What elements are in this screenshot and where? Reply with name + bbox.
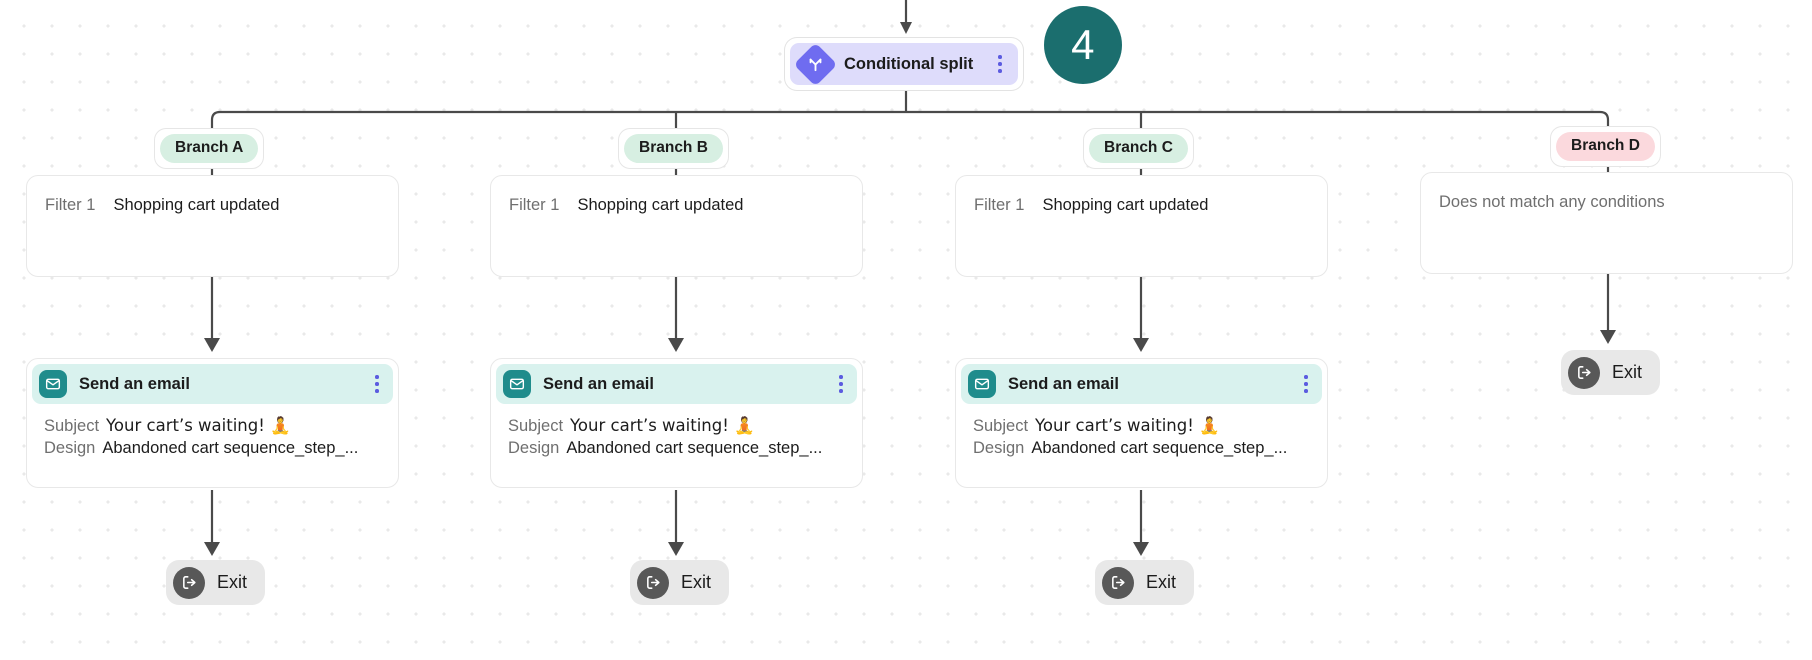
conditional-split-kebab-menu-icon[interactable] (990, 49, 1010, 78)
email-design-key: Design (44, 438, 96, 457)
exit-arrow-icon (637, 566, 669, 599)
email-card-title: Send an email (79, 374, 190, 393)
exit-label: Exit (681, 572, 712, 592)
envelope-icon (503, 370, 531, 398)
exit-label: Exit (1612, 362, 1643, 382)
exit-node-a[interactable]: Exit (166, 560, 266, 605)
email-subject-row: Subject Your cart’s waiting! 🧘 (44, 415, 388, 438)
conditional-split-frame: Conditional split (785, 38, 1023, 90)
email-design-row: Design Abandoned cart sequence_step_... (973, 438, 1317, 460)
email-card-a[interactable]: Send an email Subject Your cart’s waitin… (26, 358, 399, 488)
email-card-kebab-menu-icon[interactable] (367, 369, 387, 398)
filter-row: Filter 1 Shopping cart updated (974, 196, 1309, 216)
filter-card-a[interactable]: Filter 1 Shopping cart updated (26, 175, 399, 277)
email-subject-key: Subject (973, 417, 1029, 435)
email-design-value: Abandoned cart sequence_step_... (566, 438, 823, 457)
filter-card-b[interactable]: Filter 1 Shopping cart updated (490, 175, 863, 277)
email-card-title: Send an email (1008, 374, 1119, 393)
fallback-card-d[interactable]: Does not match any conditions (1420, 172, 1793, 274)
exit-label: Exit (1146, 572, 1177, 592)
exit-node-body: Exit (1095, 560, 1195, 605)
email-subject-key: Subject (44, 417, 100, 435)
branch-chip-c[interactable]: Branch C (1084, 129, 1193, 168)
envelope-icon (39, 370, 67, 398)
conditional-split-node[interactable]: Conditional split (785, 38, 1023, 90)
email-subject-value: Your cart’s waiting! 🧘 (570, 416, 755, 435)
email-design-row: Design Abandoned cart sequence_step_... (44, 438, 388, 460)
email-subject-row: Subject Your cart’s waiting! 🧘 (508, 415, 852, 438)
conditional-split-body: Conditional split (790, 42, 1018, 86)
filter-card-c[interactable]: Filter 1 Shopping cart updated (955, 175, 1328, 277)
conditional-split-icon (793, 42, 838, 86)
email-card-body: Subject Your cart’s waiting! 🧘 Design Ab… (496, 404, 857, 460)
branch-chip-a[interactable]: Branch A (155, 129, 264, 168)
fallback-text: Does not match any conditions (1439, 193, 1665, 211)
email-design-row: Design Abandoned cart sequence_step_... (508, 438, 852, 460)
branch-chip-b[interactable]: Branch B (619, 129, 728, 168)
exit-label: Exit (217, 572, 248, 592)
filter-row: Filter 1 Shopping cart updated (509, 196, 844, 216)
branch-chip-d-label: Branch D (1556, 132, 1655, 161)
filter-row: Filter 1 Shopping cart updated (45, 196, 380, 216)
filter-value: Shopping cart updated (113, 196, 280, 214)
filter-value: Shopping cart updated (1042, 196, 1209, 214)
filter-value: Shopping cart updated (577, 196, 744, 214)
email-card-header: Send an email (961, 364, 1322, 404)
conditional-split-label: Conditional split (844, 54, 974, 73)
step-number-badge: 4 (1044, 6, 1122, 84)
branch-chip-c-label: Branch C (1089, 134, 1188, 163)
email-card-header: Send an email (496, 364, 857, 404)
email-card-kebab-menu-icon[interactable] (831, 369, 851, 398)
branch-chip-a-label: Branch A (160, 134, 259, 163)
exit-arrow-icon (173, 566, 205, 599)
branch-chip-b-label: Branch B (624, 134, 723, 163)
filter-key: Filter 1 (974, 196, 1025, 214)
email-subject-row: Subject Your cart’s waiting! 🧘 (973, 415, 1317, 438)
email-card-b[interactable]: Send an email Subject Your cart’s waitin… (490, 358, 863, 488)
exit-arrow-icon (1102, 566, 1134, 599)
exit-node-body: Exit (166, 560, 266, 605)
email-subject-key: Subject (508, 417, 564, 435)
email-design-value: Abandoned cart sequence_step_... (102, 438, 359, 457)
exit-node-body: Exit (1561, 350, 1661, 395)
email-card-body: Subject Your cart’s waiting! 🧘 Design Ab… (961, 404, 1322, 460)
email-card-title: Send an email (543, 374, 654, 393)
email-design-value: Abandoned cart sequence_step_... (1031, 438, 1288, 457)
exit-node-body: Exit (630, 560, 730, 605)
envelope-icon (968, 370, 996, 398)
email-card-header: Send an email (32, 364, 393, 404)
filter-key: Filter 1 (509, 196, 560, 214)
filter-key: Filter 1 (45, 196, 96, 214)
email-subject-value: Your cart’s waiting! 🧘 (106, 416, 291, 435)
email-card-kebab-menu-icon[interactable] (1296, 369, 1316, 398)
email-card-body: Subject Your cart’s waiting! 🧘 Design Ab… (32, 404, 393, 460)
exit-arrow-icon (1568, 356, 1600, 389)
email-subject-value: Your cart’s waiting! 🧘 (1035, 416, 1220, 435)
email-card-c[interactable]: Send an email Subject Your cart’s waitin… (955, 358, 1328, 488)
exit-node-b[interactable]: Exit (630, 560, 730, 605)
email-design-key: Design (508, 438, 560, 457)
branch-chip-d[interactable]: Branch D (1551, 127, 1660, 166)
exit-node-d[interactable]: Exit (1561, 350, 1661, 395)
email-design-key: Design (973, 438, 1025, 457)
exit-node-c[interactable]: Exit (1095, 560, 1195, 605)
